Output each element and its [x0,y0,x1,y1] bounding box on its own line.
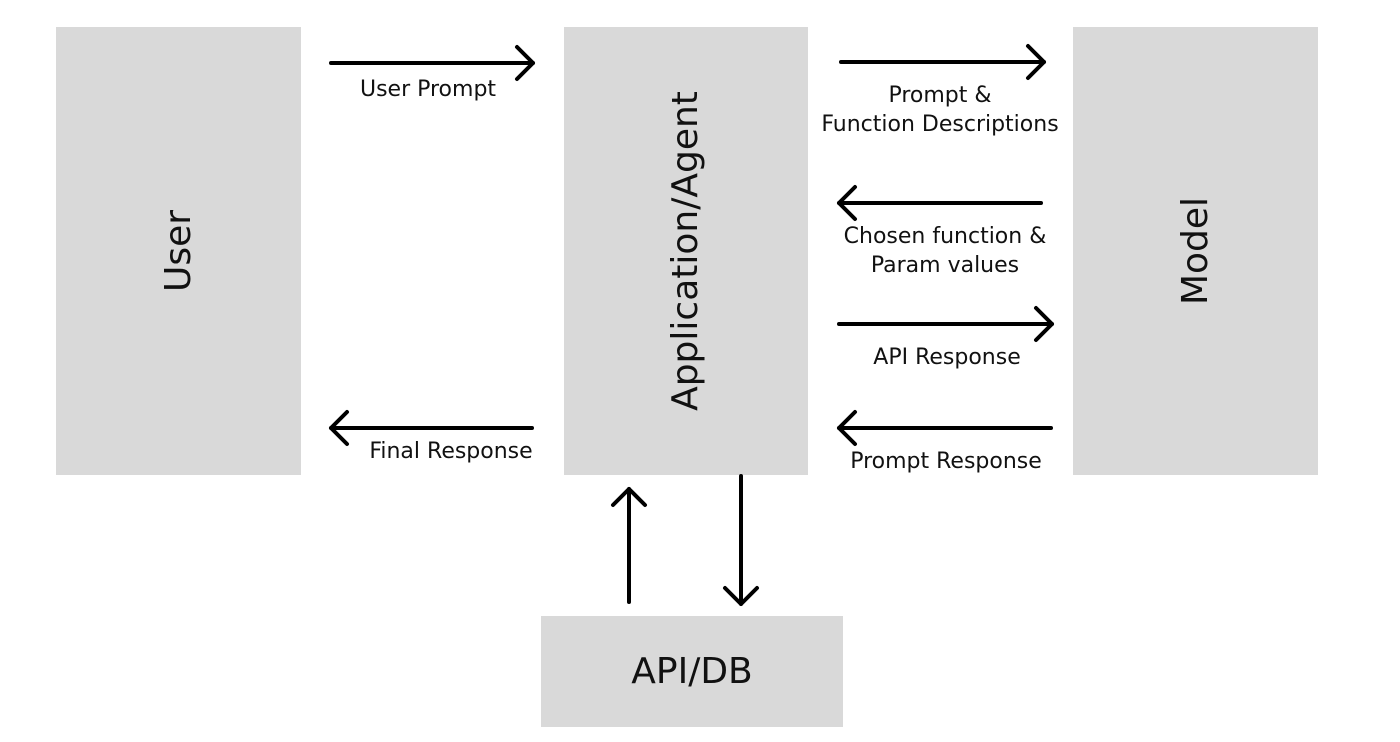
user-node-label: User [157,209,199,293]
chosen-function-label: Chosen function & Param values [844,222,1047,280]
chosen-function-line-2: Param values [870,253,1020,278]
prompt-functions-line-1: Prompt & [888,83,992,108]
api-response-arrow [837,306,1054,342]
model-node-label: Model [1174,196,1216,306]
app-to-api-db-arrow [723,474,759,606]
api-response-text: API Response [873,345,1021,370]
prompt-functions-line-2: Function Descriptions [821,112,1059,137]
final-response-label: Final Response [369,437,532,466]
application-agent-node: Application/Agent [564,27,808,475]
api-response-label: API Response [873,343,1020,372]
api-db-node: API/DB [541,616,843,727]
model-node: Model [1073,27,1318,475]
api-db-node-label: API/DB [631,650,753,692]
final-response-text: Final Response [369,439,533,464]
prompt-response-label: Prompt Response [850,447,1042,476]
user-node: User [56,27,301,475]
prompt-functions-arrow [839,44,1046,80]
chosen-function-arrow [837,185,1043,221]
chosen-function-line-1: Chosen function & [843,224,1047,249]
api-db-to-app-arrow [611,487,647,604]
prompt-response-text: Prompt Response [850,449,1042,474]
application-agent-node-label: Application/Agent [665,91,706,411]
user-prompt-text: User Prompt [359,77,497,102]
prompt-functions-label: Prompt & Function Descriptions [821,81,1058,139]
user-prompt-label: User Prompt [360,75,496,104]
prompt-response-arrow [837,410,1053,446]
